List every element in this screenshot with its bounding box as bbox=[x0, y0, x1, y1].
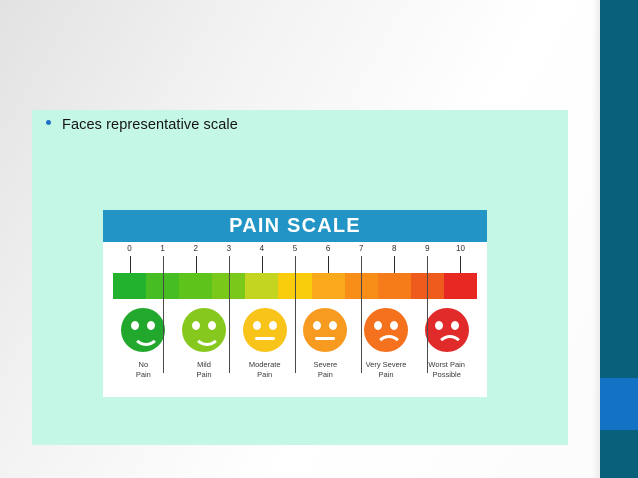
slide-edge-seam bbox=[592, 0, 600, 478]
scale-number-6: 6 bbox=[325, 244, 331, 253]
face-cell-severe-pain bbox=[295, 304, 356, 356]
pain-scale-faces-row bbox=[113, 304, 477, 356]
eye-right-icon bbox=[147, 321, 156, 330]
bullet-text: Faces representative scale bbox=[62, 117, 238, 133]
gradient-segment-6 bbox=[311, 273, 345, 299]
scale-tick-6 bbox=[328, 256, 329, 273]
scale-tick-4 bbox=[262, 256, 263, 273]
gradient-segment-1 bbox=[146, 273, 180, 299]
pain-scale-header: PAIN SCALE bbox=[103, 210, 487, 242]
slide-right-edge-accent bbox=[600, 378, 638, 430]
scale-tick-2 bbox=[196, 256, 197, 273]
scale-divider-3 bbox=[229, 256, 230, 373]
scale-divider-5 bbox=[295, 256, 296, 373]
face-icon-no-pain bbox=[121, 308, 166, 352]
eye-left-icon bbox=[252, 321, 261, 330]
eye-right-icon bbox=[268, 321, 277, 330]
scale-divider-1 bbox=[163, 256, 164, 373]
scale-tick-10 bbox=[460, 256, 461, 273]
gradient-segment-2 bbox=[179, 273, 213, 299]
scale-tick-8 bbox=[394, 256, 395, 273]
mouth-frown-icon bbox=[435, 335, 464, 349]
face-label-line2: Pain bbox=[378, 370, 394, 379]
eye-right-icon bbox=[208, 321, 216, 330]
mouth-smile-icon bbox=[193, 332, 221, 346]
face-icon-moderate-pain bbox=[242, 308, 287, 352]
mouth-frown-icon bbox=[375, 335, 404, 349]
face-icon-worst-pain-possible bbox=[424, 308, 469, 352]
pain-scale-title: PAIN SCALE bbox=[229, 214, 361, 237]
eye-right-icon bbox=[450, 321, 459, 330]
scale-number-8: 8 bbox=[392, 244, 397, 253]
scale-number-2: 2 bbox=[193, 244, 198, 253]
scale-number-4: 4 bbox=[259, 244, 265, 253]
scale-number-5: 5 bbox=[292, 244, 298, 253]
pain-scale-numbers: 0 1 2 3 4 5 6 7 8 9 10 bbox=[113, 244, 477, 256]
mouth-flat-icon bbox=[315, 337, 336, 340]
bullet-row: Faces representative scale bbox=[46, 117, 238, 133]
eye-right-icon bbox=[390, 321, 399, 330]
face-label-line1: Worst Pain bbox=[428, 360, 465, 369]
face-cell-moderate-pain bbox=[234, 304, 295, 356]
scale-number-1: 1 bbox=[160, 244, 165, 253]
face-label-line1: Mild bbox=[197, 360, 211, 369]
gradient-segment-8 bbox=[377, 273, 411, 299]
face-cell-worst-pain-possible bbox=[416, 304, 477, 356]
face-icon-severe-pain bbox=[303, 308, 348, 352]
eye-left-icon bbox=[434, 321, 443, 330]
gradient-segment-10 bbox=[443, 273, 478, 299]
face-label-line2: Pain bbox=[317, 370, 333, 379]
scale-tick-0 bbox=[130, 256, 131, 273]
scale-divider-7 bbox=[361, 256, 362, 373]
face-icon-very-severe-pain bbox=[364, 308, 409, 352]
scale-number-0: 0 bbox=[127, 244, 132, 253]
face-label-line1: Very Severe bbox=[365, 360, 407, 369]
eye-right-icon bbox=[329, 321, 338, 330]
mouth-smile-icon bbox=[132, 332, 161, 346]
face-label-line2: Pain bbox=[135, 370, 151, 379]
content-panel: Faces representative scale PAIN SCALE 0 1… bbox=[32, 110, 568, 445]
face-icon-mild-pain bbox=[182, 308, 226, 352]
eye-left-icon bbox=[374, 321, 383, 330]
gradient-segment-0 bbox=[113, 273, 147, 299]
face-label-line1: No bbox=[138, 360, 149, 369]
face-cell-mild-pain bbox=[174, 304, 235, 356]
face-cell-very-severe-pain bbox=[356, 304, 417, 356]
scale-number-10: 10 bbox=[456, 244, 465, 253]
mouth-flat-icon bbox=[254, 337, 275, 340]
gradient-segment-4 bbox=[245, 273, 279, 299]
eye-left-icon bbox=[131, 321, 140, 330]
eye-left-icon bbox=[192, 321, 200, 330]
face-label-line1: Severe bbox=[313, 360, 338, 369]
scale-divider-9 bbox=[427, 256, 428, 373]
scale-number-9: 9 bbox=[425, 244, 430, 253]
face-label-line2: Possible bbox=[432, 370, 461, 379]
face-label-line2: Pain bbox=[196, 370, 212, 379]
face-label-line1: Moderate bbox=[248, 360, 281, 369]
face-label-line2: Pain bbox=[257, 370, 273, 379]
scale-number-7: 7 bbox=[358, 244, 364, 253]
scale-number-3: 3 bbox=[226, 244, 232, 253]
bullet-dot-icon bbox=[46, 120, 51, 125]
eye-left-icon bbox=[313, 321, 322, 330]
gradient-segment-3 bbox=[212, 273, 246, 299]
face-cell-no-pain bbox=[113, 304, 174, 356]
